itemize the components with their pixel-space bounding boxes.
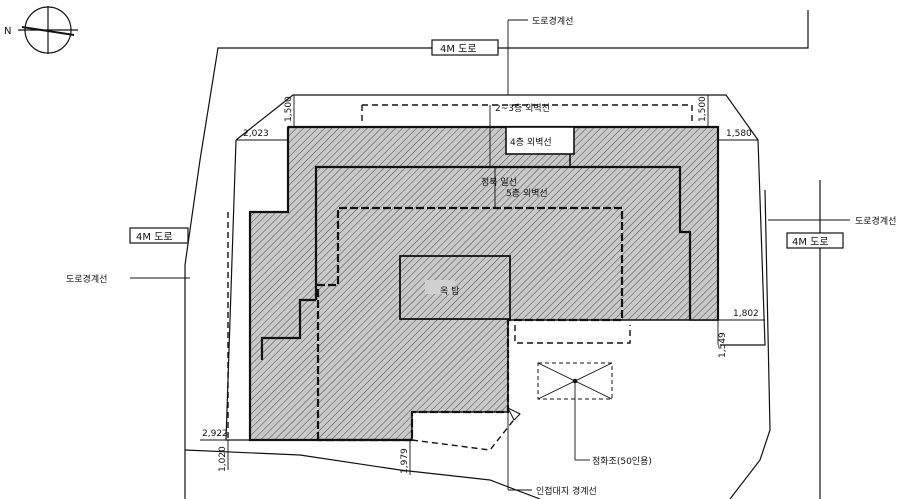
road-boundary-left-label: 도로경계선: [66, 273, 107, 285]
dashed-outlines: [227, 104, 693, 451]
road-boundary-right-label: 도로경계선: [855, 215, 896, 227]
dim-top-right: 1,500: [698, 96, 708, 122]
wall-4-label-box: [505, 126, 575, 155]
road-left-box: [129, 227, 189, 244]
road-top-label: 4M 도로: [440, 44, 477, 55]
road-boundary-top-label: 도로경계선: [532, 15, 573, 27]
outer-wall-5-label: 5층 외벽선: [506, 187, 548, 199]
rooftop-label: 옥 탑: [440, 285, 459, 297]
dim-bottom-mid: 1,979: [400, 448, 410, 474]
outer-wall-2-3-label: 2~3층 외벽선: [495, 102, 550, 114]
adjacent-boundary-label: 인접대지 경계선: [536, 485, 597, 497]
dim-top-left: 1,500: [284, 96, 294, 122]
dimension-lines: [130, 19, 850, 491]
setback-line-label: 정북 일선: [481, 177, 517, 188]
road-left-label: 4M 도로: [136, 232, 173, 243]
septic-tank-label: 정화조(50인용): [592, 456, 652, 467]
road-right-label: 4M 도로: [792, 237, 829, 248]
dim-left-bottom: 2,922: [202, 429, 228, 439]
north-arrow-icon: N: [4, 6, 78, 54]
dim-bottom-left: 1,020: [218, 446, 228, 472]
bottom-marker-icon: [506, 406, 521, 421]
dim-right-top: 1,580: [726, 129, 752, 139]
road-boundary-lines: [184, 10, 821, 499]
wall-2-3-outline: [248, 125, 720, 442]
road-top-box: [431, 39, 499, 56]
wall-4-outline: [260, 126, 692, 360]
road-right-box: [786, 232, 844, 249]
dim-right-vert: 1,549: [718, 332, 728, 358]
outer-wall-4-label: 4층 외벽선: [510, 136, 552, 148]
wall-5-outline: [316, 206, 624, 442]
north-label: N: [4, 26, 11, 37]
dim-left-top: 2,023: [243, 129, 269, 139]
dim-right-mid: 1,802: [733, 309, 759, 319]
